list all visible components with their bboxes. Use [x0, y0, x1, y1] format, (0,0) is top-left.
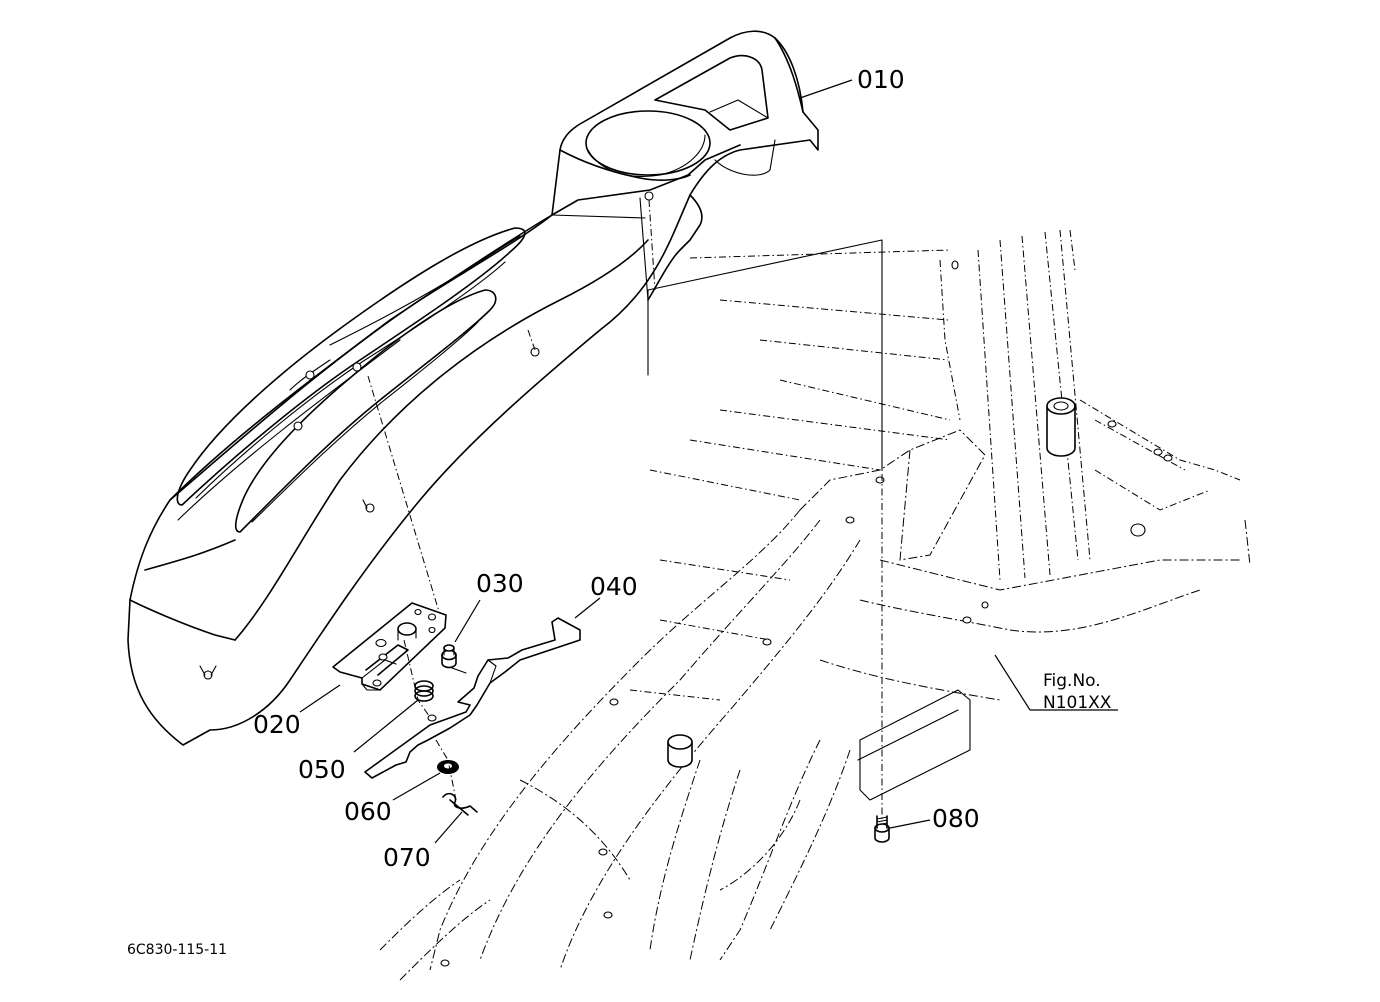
callout-050: 050 — [298, 755, 346, 784]
callout-030: 030 — [476, 569, 524, 598]
bracket-plate-part — [332, 602, 447, 721]
callout-labels: 010 020 030 040 050 060 070 080 — [253, 65, 980, 872]
leader-lines — [299, 79, 1118, 844]
clip-pin-part — [435, 739, 478, 816]
figure-reference-label: Fig.No. — [1043, 671, 1101, 691]
frame-outline — [379, 229, 1251, 981]
bolt-030-part — [441, 644, 457, 669]
drawing-code: 6C830-115-11 — [127, 942, 227, 958]
callout-040: 040 — [590, 572, 638, 601]
callout-080: 080 — [932, 804, 980, 833]
screw-marks — [199, 191, 654, 680]
figure-reference: Fig.No. N101XX — [1043, 671, 1112, 713]
figure-reference-number: N101XX — [1043, 693, 1112, 713]
callout-070: 070 — [383, 843, 431, 872]
link-plate-part — [364, 617, 581, 779]
callout-020: 020 — [253, 710, 301, 739]
spring-part — [414, 680, 434, 702]
bolt-080-part — [874, 815, 890, 843]
callout-010: 010 — [857, 65, 905, 94]
washer-part — [437, 760, 459, 774]
fender-cover-part — [127, 30, 819, 746]
callout-060: 060 — [344, 797, 392, 826]
